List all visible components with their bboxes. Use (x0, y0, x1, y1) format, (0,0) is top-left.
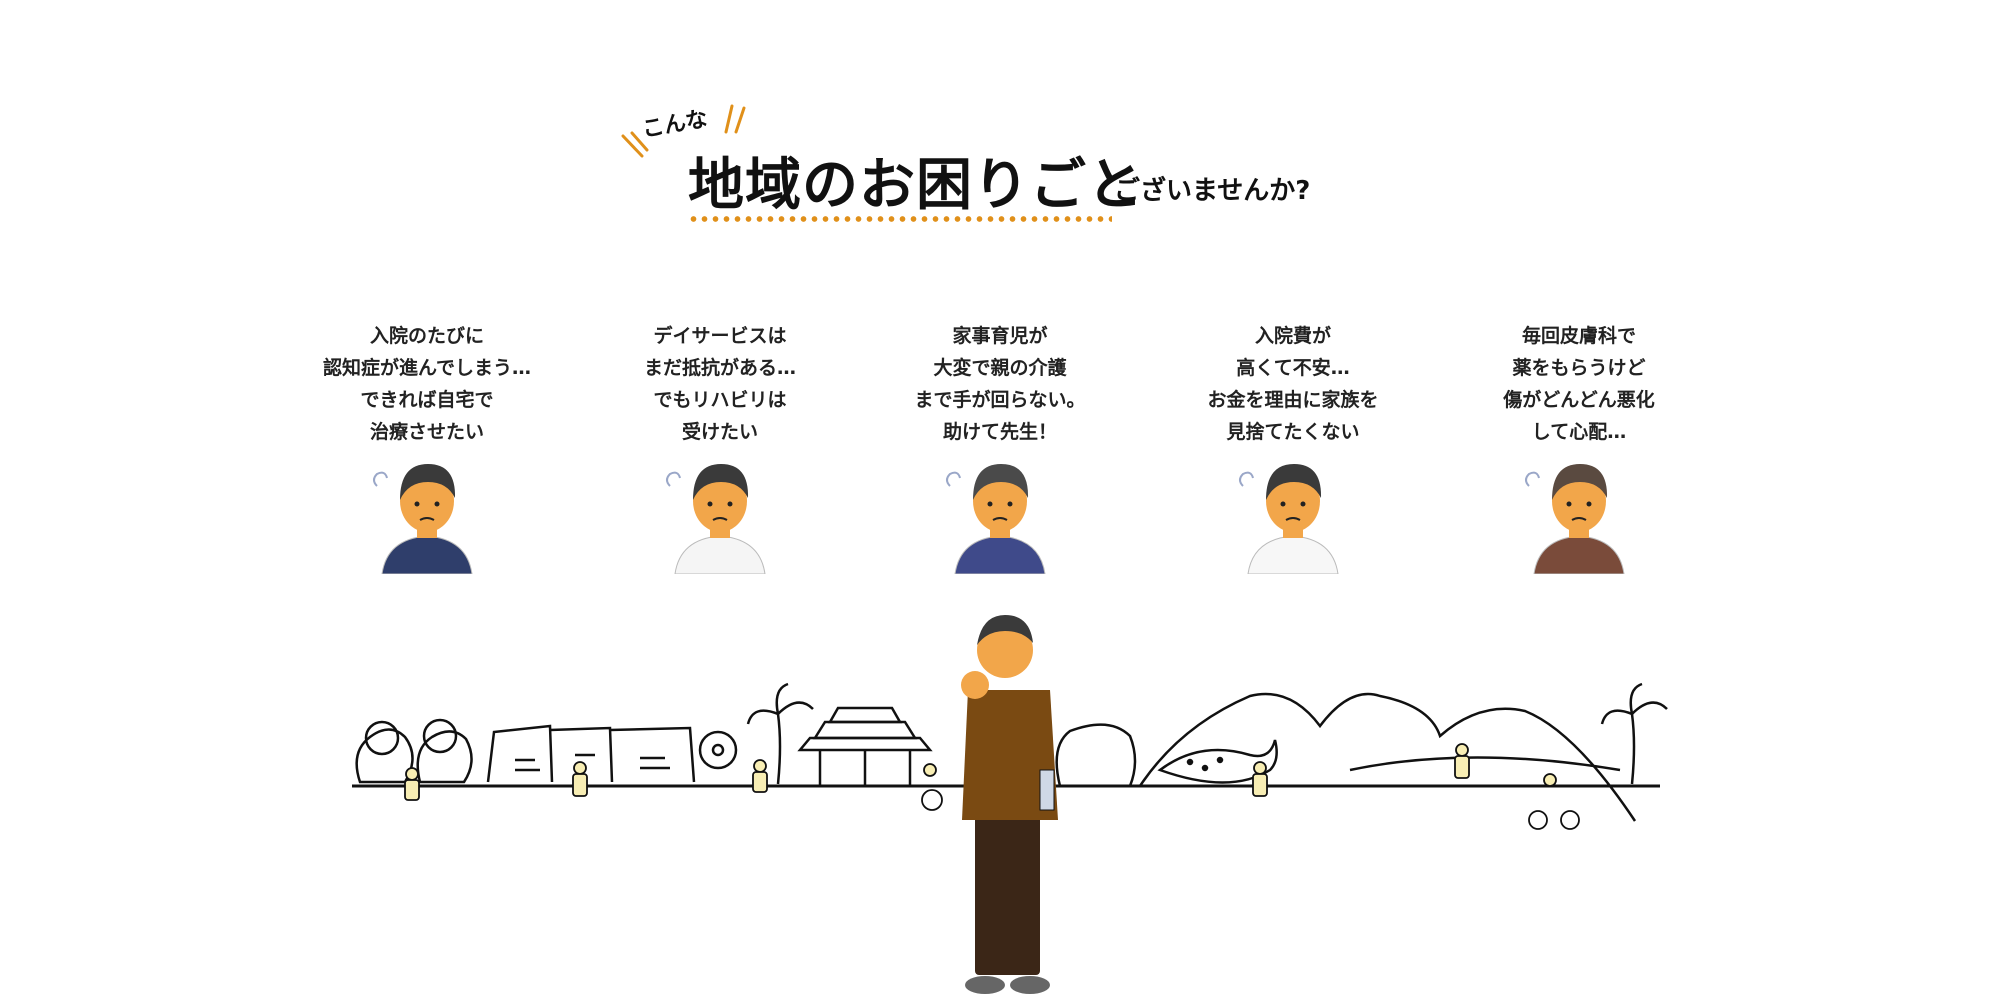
concern-item: 入院費が 高くて不安… お金を理由に家族を 見捨てたくない (1173, 320, 1413, 574)
stone-wall-icon (486, 724, 696, 783)
whale-shark-icon (1157, 739, 1278, 784)
town-illustration (352, 615, 1668, 994)
shisa-statues-icon (355, 718, 473, 784)
concern-text: デイサービスは まだ抵抗がある… でもリハビリは 受けたい (643, 325, 796, 443)
worried-young-woman-icon (666, 464, 766, 574)
concern-item: 毎回皮膚科で 薬をもらうけど 傷がどんどん悪化 して心配… (1459, 320, 1699, 574)
concern-item: 入院のたびに 認知症が進んでしまう… できれば自宅で 治療させたい (307, 320, 547, 574)
townspeople-figures-icon (404, 743, 1580, 830)
concern-text: 入院のたびに 認知症が進んでしまう… できれば自宅で 治療させたい (322, 325, 532, 443)
concern-text: 毎回皮膚科で 薬をもらうけど 傷がどんどん悪化 して心配… (1503, 325, 1655, 443)
page-title: 地域のお困りごと (688, 153, 1144, 218)
shuri-gate-icon (797, 706, 933, 785)
concern-text: 家事育児が 大変で親の介護 まで手が回らない。 助けて先生！ (914, 325, 1086, 443)
heading-kicker: こんな (640, 106, 710, 143)
concern-text: 入院費が 高くて不安… お金を理由に家族を 見捨てたくない (1207, 325, 1379, 443)
mountains-icon (1138, 692, 1637, 822)
accent-spark-left-icon (621, 131, 649, 158)
concern-item: デイサービスは まだ抵抗がある… でもリハビリは 受けたい (600, 320, 840, 574)
bridge-icon (1349, 756, 1621, 772)
rock-icon (1055, 723, 1137, 787)
hibiscus-flower-icon (698, 730, 738, 770)
accent-spark-right-icon (724, 104, 746, 134)
section-heading: こんな 地域のお困りごと ございませんか? (0, 0, 2000, 240)
worried-elderly-man-icon (373, 464, 473, 574)
troubled-man-icon (946, 464, 1046, 574)
doctor-character-icon (961, 615, 1058, 994)
title-dotted-underline (688, 214, 1112, 224)
page-title-suffix: ございませんか? (1114, 176, 1311, 206)
worried-woman-icon (1525, 464, 1625, 574)
palm-tree-icon (746, 682, 1668, 785)
concern-list: 入院のたびに 認知症が進んでしまう… できれば自宅で 治療させたい デイサービス… (300, 320, 1700, 580)
concern-item: 家事育児が 大変で親の介護 まで手が回らない。 助けて先生！ (880, 320, 1120, 574)
anxious-man-icon (1239, 464, 1339, 574)
